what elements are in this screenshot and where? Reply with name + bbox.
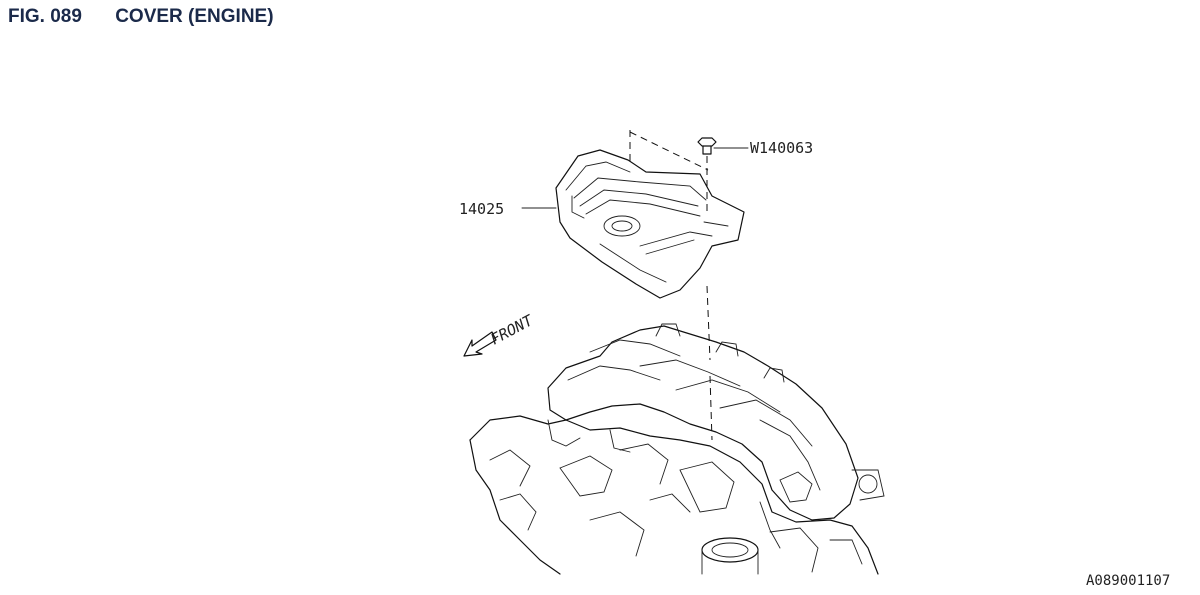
callout-leader-lines bbox=[521, 147, 749, 209]
front-direction-indicator: FRONT bbox=[463, 311, 537, 357]
front-label: FRONT bbox=[487, 311, 536, 349]
engine-intake-manifold-illustration bbox=[469, 323, 885, 575]
figure-header: FIG. 089 COVER (ENGINE) bbox=[8, 6, 274, 28]
part-callout-bolt[interactable]: W140063 bbox=[750, 139, 813, 157]
engine-cover-illustration[interactable] bbox=[555, 149, 745, 299]
assembly-dashed-lines bbox=[629, 130, 713, 441]
bolt-illustration[interactable] bbox=[697, 137, 717, 155]
figure-number: FIG. 089 bbox=[8, 6, 82, 27]
figure-reference-code: A089001107 bbox=[1086, 573, 1170, 589]
figure-title: COVER (ENGINE) bbox=[115, 6, 274, 27]
front-arrow-icon bbox=[463, 331, 497, 357]
part-callout-cover[interactable]: 14025 bbox=[459, 200, 504, 218]
